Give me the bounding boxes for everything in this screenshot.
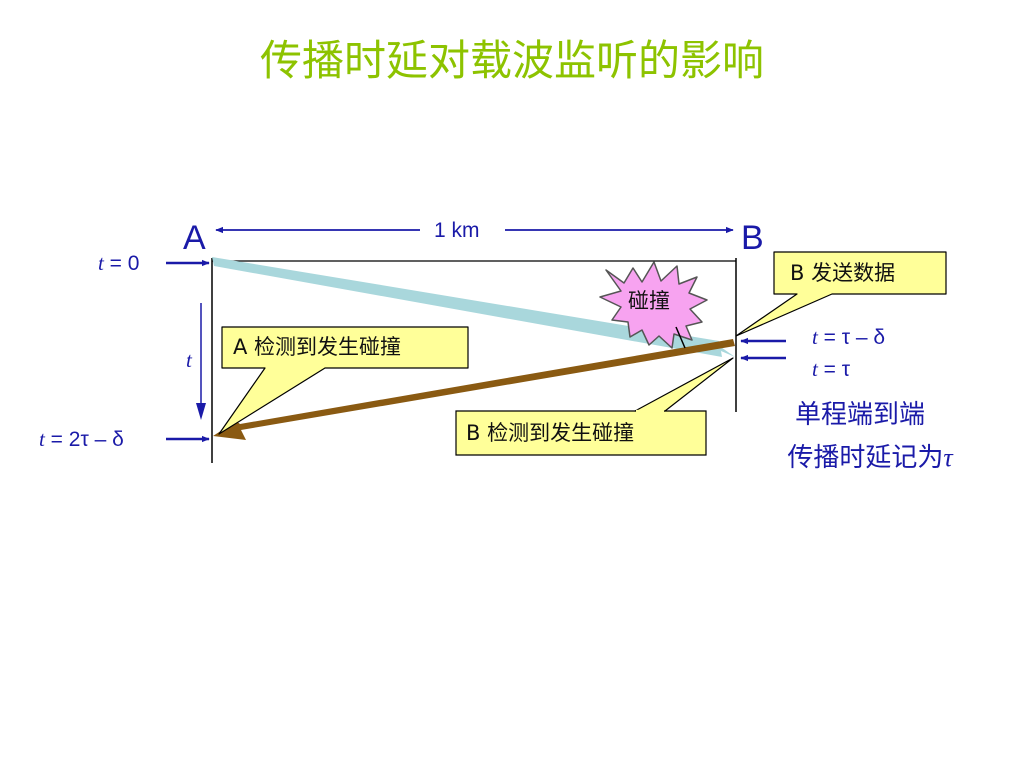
callout-a-detect-text: A 检测到发生碰撞 [233,335,402,359]
callout-a-detect-shape [218,326,469,435]
callout-b-detect-pointer [634,357,734,412]
t-interval-arrowhead [196,403,206,420]
collision-label: 碰撞 [628,289,670,313]
tau-note-line1: 单程端到端 [794,400,925,430]
t-interval-label: t [186,348,192,372]
t2tau-label: t = 2τ – δ [39,427,124,451]
tau-note-line2: 传播时延记为τ [787,443,953,473]
callout-b-send-text: B 发送数据 [790,261,896,285]
t-tau-minus-delta-label: t = τ – δ [812,325,886,349]
collision-burst [599,261,708,349]
collision-pointer [675,326,686,349]
callout-b-send-shape [735,251,947,337]
callout-b-detect-text: B 检测到发生碰撞 [466,421,635,445]
station-a-label: A [183,219,206,257]
t-tau-label: t = τ [812,357,851,381]
station-b-label: B [741,219,764,257]
t0-label: t = 0 [98,251,140,275]
callout-b-detect-box [455,410,707,456]
page-title: 传播时延对载波监听的影响 [259,36,764,85]
signal-a-to-b [212,257,735,357]
distance-label: 1 km [434,219,480,242]
signal-b-to-a [213,339,735,440]
